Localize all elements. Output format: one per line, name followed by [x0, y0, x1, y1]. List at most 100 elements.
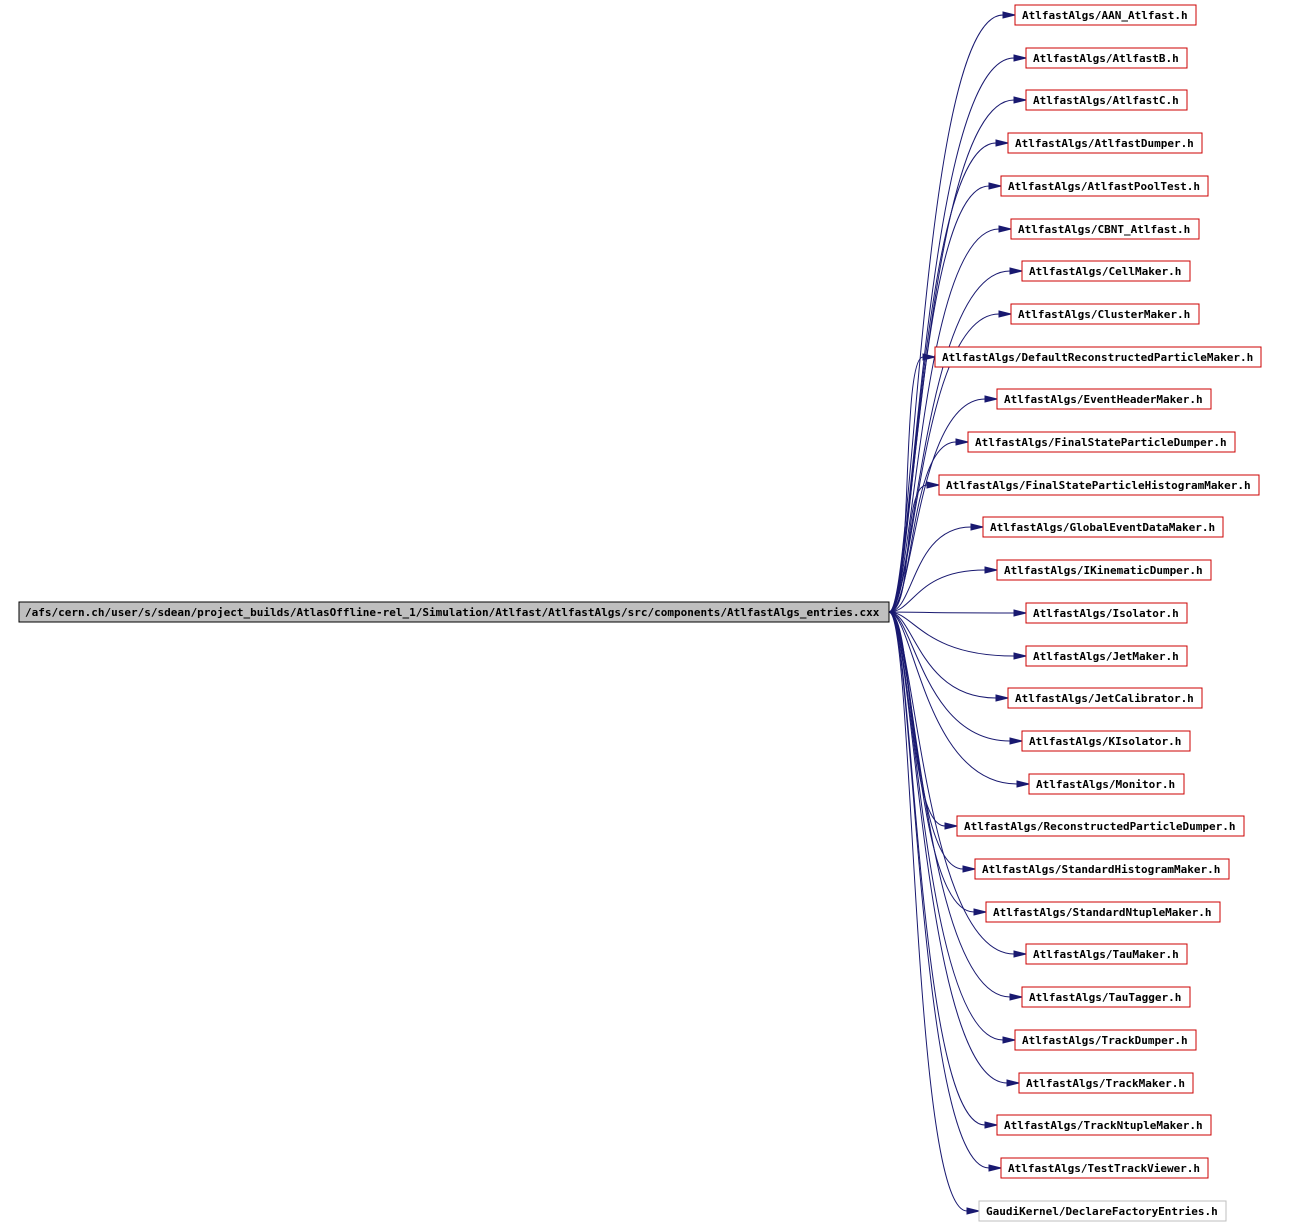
- dependency-node-aan-atlfast-h[interactable]: AtlfastAlgs/AAN_Atlfast.h: [1014, 4, 1197, 26]
- dependency-node-standardntuplemaker-h[interactable]: AtlfastAlgs/StandardNtupleMaker.h: [985, 901, 1221, 923]
- edge-to-clustermaker-h: [888, 313, 1000, 613]
- dependency-node-isolator-h[interactable]: AtlfastAlgs/Isolator.h: [1025, 602, 1188, 624]
- dependency-node-eventheadermaker-h[interactable]: AtlfastAlgs/EventHeaderMaker.h: [996, 388, 1212, 410]
- dependency-label: AtlfastAlgs/AtlfastC.h: [1033, 94, 1179, 107]
- dependency-label: AtlfastAlgs/AtlfastB.h: [1033, 52, 1179, 65]
- arrowhead-icon: [1013, 609, 1027, 617]
- arrowhead-icon: [944, 822, 958, 830]
- arrowhead-icon: [1002, 1036, 1016, 1044]
- dependency-node-atlfastpooltest-h[interactable]: AtlfastAlgs/AtlfastPoolTest.h: [1000, 175, 1209, 197]
- arrowhead-icon: [988, 182, 1002, 190]
- arrowhead-icon: [1009, 737, 1023, 745]
- dependency-node-atlfastb-h[interactable]: AtlfastAlgs/AtlfastB.h: [1025, 47, 1188, 69]
- edge-to-eventheadermaker-h: [888, 398, 986, 613]
- dependency-node-atlfastc-h[interactable]: AtlfastAlgs/AtlfastC.h: [1025, 89, 1188, 111]
- source-file-label: /afs/cern.ch/user/s/sdean/project_builds…: [25, 606, 880, 619]
- dependency-label: AtlfastAlgs/KIsolator.h: [1029, 735, 1181, 748]
- dependency-node-globaleventdatamaker-h[interactable]: AtlfastAlgs/GlobalEventDataMaker.h: [982, 516, 1224, 538]
- dependency-node-declarefactoryentries-h[interactable]: GaudiKernel/DeclareFactoryEntries.h: [978, 1200, 1227, 1222]
- arrowhead-icon: [962, 865, 976, 873]
- edge-to-taumaker-h: [888, 611, 1015, 955]
- dependency-node-cbnt-atlfast-h[interactable]: AtlfastAlgs/CBNT_Atlfast.h: [1010, 218, 1200, 240]
- arrowhead-icon: [984, 395, 998, 403]
- dependency-node-kisolator-h[interactable]: AtlfastAlgs/KIsolator.h: [1021, 730, 1191, 752]
- dependency-label: AtlfastAlgs/TrackNtupleMaker.h: [1004, 1119, 1203, 1132]
- arrowhead-icon: [1013, 950, 1027, 958]
- arrowhead-icon: [1002, 11, 1016, 19]
- edge-to-jetcalibrator-h: [888, 611, 997, 699]
- dependency-label: AtlfastAlgs/StandardHistogramMaker.h: [982, 863, 1220, 876]
- dependency-label: AtlfastAlgs/CellMaker.h: [1029, 265, 1181, 278]
- arrowhead-icon: [998, 225, 1012, 233]
- dependency-node-finalstateparticlehistogrammaker-h[interactable]: AtlfastAlgs/FinalStateParticleHistogramM…: [938, 474, 1260, 496]
- edge-to-monitor-h: [888, 611, 1018, 785]
- edge-to-trackmaker-h: [888, 611, 1008, 1084]
- dependency-node-jetmaker-h[interactable]: AtlfastAlgs/JetMaker.h: [1025, 645, 1188, 667]
- dependency-node-trackntuplemaker-h[interactable]: AtlfastAlgs/TrackNtupleMaker.h: [996, 1114, 1212, 1136]
- dependency-node-reconstructedparticledumper-h[interactable]: AtlfastAlgs/ReconstructedParticleDumper.…: [956, 815, 1245, 837]
- dependency-node-atlfastdumper-h[interactable]: AtlfastAlgs/AtlfastDumper.h: [1007, 132, 1203, 154]
- dependency-node-cellmaker-h[interactable]: AtlfastAlgs/CellMaker.h: [1021, 260, 1191, 282]
- dependency-label: AtlfastAlgs/JetMaker.h: [1033, 650, 1179, 663]
- dependency-node-finalstateparticledumper-h[interactable]: AtlfastAlgs/FinalStateParticleDumper.h: [967, 431, 1236, 453]
- arrowhead-icon: [955, 438, 969, 446]
- arrowhead-icon: [1009, 267, 1023, 275]
- dependency-label: AtlfastAlgs/GlobalEventDataMaker.h: [990, 521, 1215, 534]
- dependency-label: AtlfastAlgs/TauTagger.h: [1029, 991, 1181, 1004]
- arrowhead-icon: [973, 908, 987, 916]
- dependency-label: AtlfastAlgs/DefaultReconstructedParticle…: [942, 351, 1253, 364]
- arrowhead-icon: [1013, 96, 1027, 104]
- arrowhead-icon: [1016, 780, 1030, 788]
- arrowhead-icon: [998, 310, 1012, 318]
- dependency-node-ikinematicdumper-h[interactable]: AtlfastAlgs/IKinematicDumper.h: [996, 559, 1212, 581]
- edge-to-testtrackviewer-h: [888, 611, 990, 1169]
- edge-to-globaleventdatamaker-h: [888, 526, 972, 613]
- dependency-label: AtlfastAlgs/ReconstructedParticleDumper.…: [964, 820, 1236, 833]
- arrowhead-icon: [984, 566, 998, 574]
- arrowhead-icon: [984, 1121, 998, 1129]
- dependency-label: AtlfastAlgs/CBNT_Atlfast.h: [1018, 223, 1190, 236]
- dependency-label: AtlfastAlgs/TauMaker.h: [1033, 948, 1179, 961]
- dependency-node-jetcalibrator-h[interactable]: AtlfastAlgs/JetCalibrator.h: [1007, 687, 1203, 709]
- dependency-node-tautagger-h[interactable]: AtlfastAlgs/TauTagger.h: [1021, 986, 1191, 1008]
- dependency-label: AtlfastAlgs/EventHeaderMaker.h: [1004, 393, 1203, 406]
- arrowhead-icon: [970, 523, 984, 531]
- edge-layer: [888, 11, 1030, 1215]
- arrowhead-icon: [922, 353, 936, 361]
- arrowhead-icon: [995, 694, 1009, 702]
- arrowhead-icon: [966, 1207, 980, 1215]
- dependency-node-testtrackviewer-h[interactable]: AtlfastAlgs/TestTrackViewer.h: [1000, 1157, 1209, 1179]
- dependency-label: AtlfastAlgs/AtlfastPoolTest.h: [1008, 180, 1200, 193]
- dependency-label: AtlfastAlgs/TrackMaker.h: [1026, 1077, 1185, 1090]
- edge-to-jetmaker-h: [888, 611, 1015, 657]
- arrowhead-icon: [1009, 993, 1023, 1001]
- arrowhead-icon: [988, 1164, 1002, 1172]
- dependency-label: AtlfastAlgs/Monitor.h: [1036, 778, 1175, 791]
- edge-to-tautagger-h: [888, 611, 1011, 998]
- dependency-node-trackdumper-h[interactable]: AtlfastAlgs/TrackDumper.h: [1014, 1029, 1197, 1051]
- dependency-label: AtlfastAlgs/JetCalibrator.h: [1015, 692, 1194, 705]
- edge-to-kisolator-h: [888, 611, 1011, 742]
- arrowhead-icon: [1013, 54, 1027, 62]
- node-layer: /afs/cern.ch/user/s/sdean/project_builds…: [18, 4, 1262, 1222]
- dependency-node-standardhistogrammaker-h[interactable]: AtlfastAlgs/StandardHistogramMaker.h: [974, 858, 1230, 880]
- edge-to-defaultreconstructedparticlemaker-h: [888, 356, 924, 613]
- dependency-label: AtlfastAlgs/FinalStateParticleHistogramM…: [946, 479, 1251, 492]
- dependency-node-taumaker-h[interactable]: AtlfastAlgs/TauMaker.h: [1025, 943, 1188, 965]
- dependency-label: AtlfastAlgs/AtlfastDumper.h: [1015, 137, 1194, 150]
- edge-to-ikinematicdumper-h: [888, 569, 986, 613]
- dependency-node-monitor-h[interactable]: AtlfastAlgs/Monitor.h: [1028, 773, 1185, 795]
- edge-to-isolator-h: [888, 611, 1015, 614]
- dependency-label: AtlfastAlgs/StandardNtupleMaker.h: [993, 906, 1212, 919]
- source-file-node[interactable]: /afs/cern.ch/user/s/sdean/project_builds…: [18, 601, 890, 623]
- edge-to-finalstateparticlehistogrammaker-h: [888, 484, 928, 613]
- dependency-label: AtlfastAlgs/IKinematicDumper.h: [1004, 564, 1203, 577]
- dependency-node-trackmaker-h[interactable]: AtlfastAlgs/TrackMaker.h: [1018, 1072, 1194, 1094]
- arrowhead-icon: [926, 481, 940, 489]
- dependency-label: AtlfastAlgs/TrackDumper.h: [1022, 1034, 1188, 1047]
- dependency-label: AtlfastAlgs/Isolator.h: [1033, 607, 1179, 620]
- dependency-node-clustermaker-h[interactable]: AtlfastAlgs/ClusterMaker.h: [1010, 303, 1200, 325]
- dependency-label: AtlfastAlgs/TestTrackViewer.h: [1008, 1162, 1200, 1175]
- dependency-node-defaultreconstructedparticlemaker-h[interactable]: AtlfastAlgs/DefaultReconstructedParticle…: [934, 346, 1262, 368]
